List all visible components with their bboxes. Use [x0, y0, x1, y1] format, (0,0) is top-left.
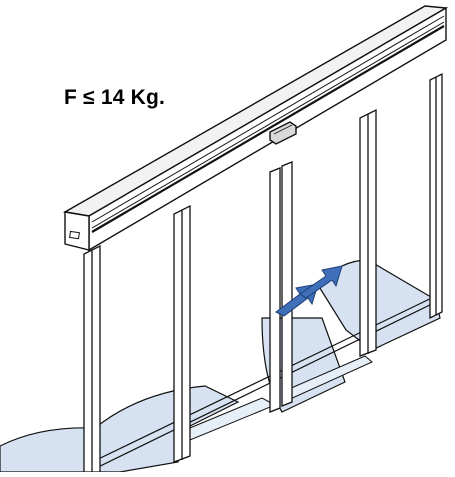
floor-threshold — [87, 293, 441, 473]
door-posts — [83, 72, 443, 473]
header-end-cap — [64, 211, 90, 251]
post-center-right — [281, 161, 293, 407]
swing-area-left-outer — [0, 427, 99, 473]
push-direction-arrows-icon — [275, 265, 343, 317]
force-limit-label: F ≤ 14 Kg. — [64, 86, 166, 109]
sensor-unit — [269, 121, 297, 145]
post-center-left — [269, 167, 281, 413]
header-top-face — [62, 5, 449, 217]
operator-header — [62, 5, 449, 252]
